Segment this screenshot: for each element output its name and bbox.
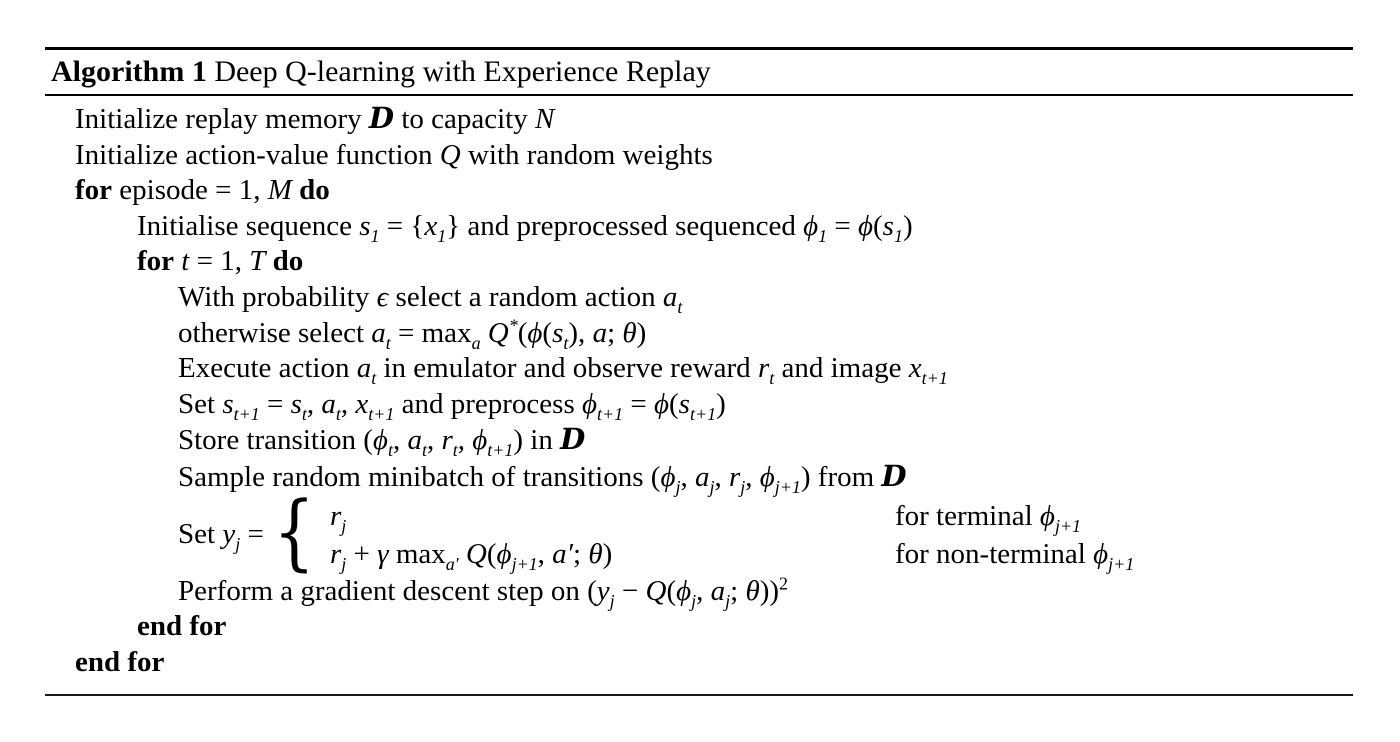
top-rule [45,47,1353,50]
math-token: at [371,316,391,353]
math-token: M [267,174,292,207]
math-token: for [75,174,113,207]
math-token: at [321,387,341,424]
algorithm-header: Algorithm 1 Deep Q-learning with Experie… [45,50,1353,94]
bottom-rule [45,694,1353,697]
math-token: t [181,245,190,278]
math-token: st [290,387,307,424]
math-token: maxa′ [395,537,459,574]
algorithm-line-3: for episode = 1, M do [75,174,330,207]
math-token: do [299,174,330,207]
case-condition: for terminal ϕj+1 [894,499,1082,536]
math-token: ϕ [857,209,873,242]
math-token: xt+1 [908,352,948,388]
math-token: yj [222,517,241,554]
algorithm-line-2: Initialize action-value function Q with … [75,138,713,171]
math-token: s1 [882,209,903,246]
algorithm-line-6: With probability ϵ select a random actio… [178,280,683,317]
math-token: ϕt+1 [581,387,624,424]
math-token: ϵ [376,280,389,313]
math-token: D [368,101,395,135]
algorithm-box: Algorithm 1 Deep Q-learning with Experie… [45,47,1353,697]
algorithm-line-8: Execute action at in emulator and observ… [178,352,948,388]
cases-grid: rj for terminal ϕj+1 rj + γ maxa′ Q(ϕj+1, … [329,498,1135,574]
math-token: D [560,422,586,457]
algorithm-line-4: Initialise sequence s1 = {x1} and prepro… [137,209,913,246]
math-token: rj [329,537,347,574]
math-token: maxa [421,316,481,353]
algorithm-line-10: Store transition (ϕt, at, rt, ϕt+1) in D [178,422,586,461]
math-token: do [272,245,304,278]
algorithm-caption: Deep Q-learning with Experience Replay [206,55,711,88]
algorithm-line-1: Initialize replay memory D to capacity N [75,101,555,135]
math-token: ϕ [527,316,543,349]
math-token: D [881,458,907,493]
math-token: 2 [779,572,788,593]
math-token: ϕt+1 [472,424,514,461]
algorithm-number-label: Algorithm 1 [51,55,207,88]
math-token: for [137,245,175,278]
math-token: ϕj [660,460,681,497]
algorithm-line-11: Sample random minibatch of transitions (… [178,458,907,497]
math-token: Q [645,574,667,607]
algorithm-line-13: Perform a gradient descent step on (yj −… [178,572,788,611]
cases-prefix: Set yj = [178,517,264,554]
math-token: yj [596,574,615,611]
math-token: end for [75,645,165,678]
math-token: Q [465,537,487,570]
math-token: rj [329,499,347,536]
math-token: at [356,352,377,388]
math-token: ϕj+1 [759,460,801,497]
math-token: a [592,316,608,349]
math-token: ϕj+1 [1039,499,1082,536]
math-token: aj [710,574,731,611]
math-token: rt [441,424,458,461]
math-token: Q [439,138,461,171]
math-token: T [249,245,266,278]
math-token: at [407,424,427,461]
math-token: xt+1 [355,387,395,424]
algorithm-line-15: end for [45,645,1353,681]
math-token: θ [745,574,760,607]
algorithm-line-14: end for [45,609,1353,645]
math-token: Q* [487,314,518,349]
algorithm-body: Initialize replay memory D to capacity N… [45,96,1353,694]
math-token: at [662,280,683,317]
math-token: s1 [359,209,380,246]
math-token: st+1 [678,387,717,424]
math-token: θ [622,316,637,349]
math-token: x1 [424,209,447,246]
math-token: ϕj+1 [1093,537,1135,574]
math-token: rt [757,352,775,388]
math-token: ϕ [653,387,669,420]
case-condition: for non-terminal ϕj+1 [894,537,1135,574]
math-token: ϕj+1 [496,537,538,574]
math-token: st+1 [222,387,260,424]
math-token: st [552,316,569,353]
math-token: γ [377,537,389,570]
header-rule [45,94,1353,96]
algorithm-line-7: otherwise select at = maxa Q*(ϕ(st), a; … [178,314,647,353]
math-token: end for [137,610,227,643]
math-token: ϕ1 [803,209,828,246]
math-token: aj [694,460,715,497]
math-token: θ [588,537,603,570]
case-expression: rj + γ maxa′ Q(ϕj+1, a′; θ) [329,537,613,574]
case-expression: rj [329,498,895,536]
math-token: N [535,103,555,135]
math-token: a′ [552,537,574,570]
math-token: rj [728,460,746,497]
algorithm-line-5: for t = 1, T do [137,245,304,278]
math-token: ϕj [676,574,697,611]
math-token: ϕt [372,424,393,461]
algorithm-line-9: Set st+1 = st, at, xt+1 and preprocess ϕ… [178,387,726,424]
